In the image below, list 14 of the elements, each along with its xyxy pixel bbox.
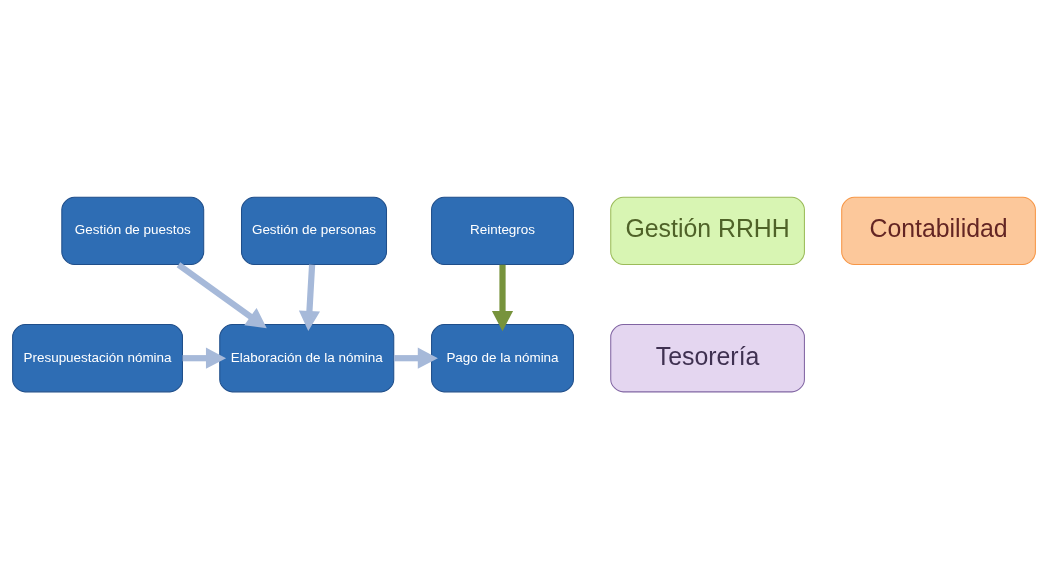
node-box: Presupuestación nómina <box>12 323 183 392</box>
node-box: Pago de la nómina <box>431 323 574 392</box>
node-box: Gestión de puestos <box>61 196 205 265</box>
node-box: Gestión RRHH <box>610 196 805 265</box>
arrow <box>182 347 227 369</box>
node-box: Gestión de personas <box>241 196 388 265</box>
node-box: Elaboración de la nómina <box>219 323 395 392</box>
arrow <box>298 264 320 331</box>
node-box: Contabilidad <box>841 196 1036 265</box>
arrow <box>176 261 267 328</box>
node-box: Tesorería <box>610 323 805 392</box>
arrow <box>491 264 514 331</box>
arrow <box>393 347 438 369</box>
node-box: Reintegros <box>431 196 574 265</box>
